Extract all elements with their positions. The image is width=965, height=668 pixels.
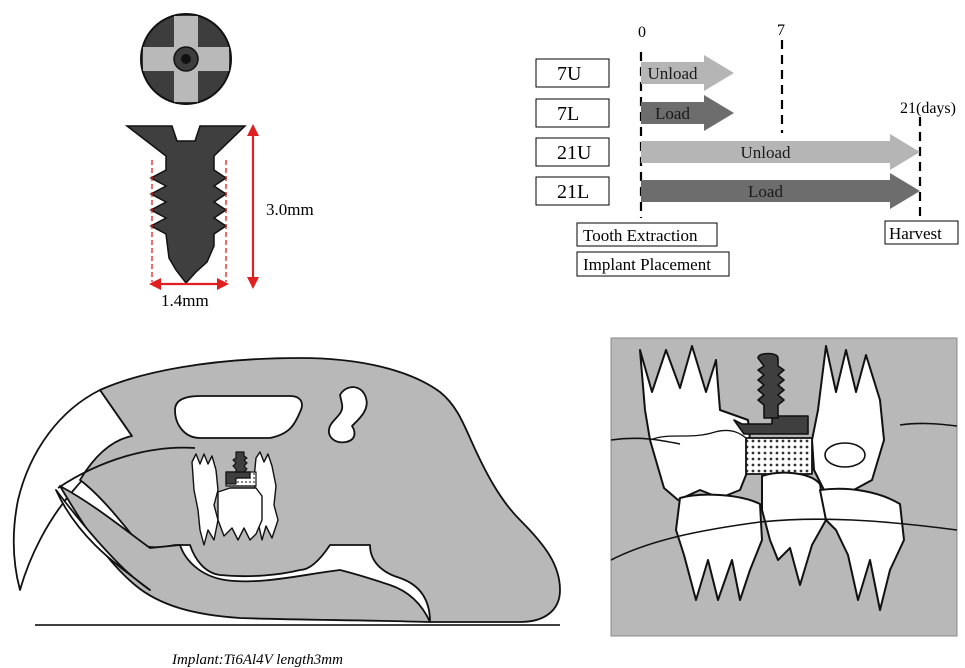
zoomed-teeth-panel bbox=[611, 338, 957, 636]
implant-side-view bbox=[127, 126, 245, 283]
event-implant-placement: Implant Placement bbox=[577, 252, 729, 276]
length-dimension: 3.0mm bbox=[247, 124, 314, 289]
event-tooth-extraction: Tooth Extraction bbox=[577, 223, 717, 246]
tick-day-0: 0 bbox=[638, 24, 646, 41]
implant-diagram: 3.0mm 1.4mm bbox=[127, 14, 314, 310]
group-row-7u: 7U Unload bbox=[536, 55, 734, 91]
group-arrow-label: Load bbox=[748, 182, 783, 201]
group-label: 21U bbox=[557, 142, 592, 164]
timeline-diagram: 0 7 21(days) 7U Unload 7L Load 21U Unload 21L L… bbox=[536, 22, 958, 276]
group-arrow-label: Load bbox=[655, 104, 690, 123]
svg-text:Implant Placement: Implant Placement bbox=[583, 255, 711, 274]
molar-teeth-small bbox=[192, 452, 278, 545]
group-label: 7U bbox=[557, 63, 582, 85]
implant-caption: Implant:Ti6Al4V length3mm bbox=[171, 652, 343, 668]
tick-day-7: 7 bbox=[777, 22, 785, 39]
length-label: 3.0mm bbox=[266, 200, 314, 219]
width-dimension: 1.4mm bbox=[149, 278, 229, 310]
group-label: 7L bbox=[557, 103, 579, 125]
tick-day-21: 21(days) bbox=[900, 100, 956, 117]
group-arrow-label: Unload bbox=[740, 143, 791, 162]
group-row-21u: 21U Unload bbox=[536, 134, 920, 170]
rat-skull-illustration bbox=[14, 358, 560, 625]
orbit bbox=[175, 396, 302, 438]
implant-top-view bbox=[141, 14, 231, 104]
svg-text:Harvest: Harvest bbox=[889, 224, 942, 243]
group-rows: 7U Unload 7L Load 21U Unload 21L Load bbox=[536, 55, 920, 209]
event-harvest: Harvest bbox=[885, 221, 958, 244]
group-label: 21L bbox=[557, 181, 589, 203]
group-arrow-label: Unload bbox=[647, 64, 698, 83]
group-row-21l: 21L Load bbox=[536, 173, 920, 209]
group-row-7l: 7L Load bbox=[536, 95, 734, 131]
svg-text:Tooth Extraction: Tooth Extraction bbox=[583, 226, 698, 245]
width-label: 1.4mm bbox=[161, 291, 209, 310]
bone-graft bbox=[746, 438, 812, 474]
